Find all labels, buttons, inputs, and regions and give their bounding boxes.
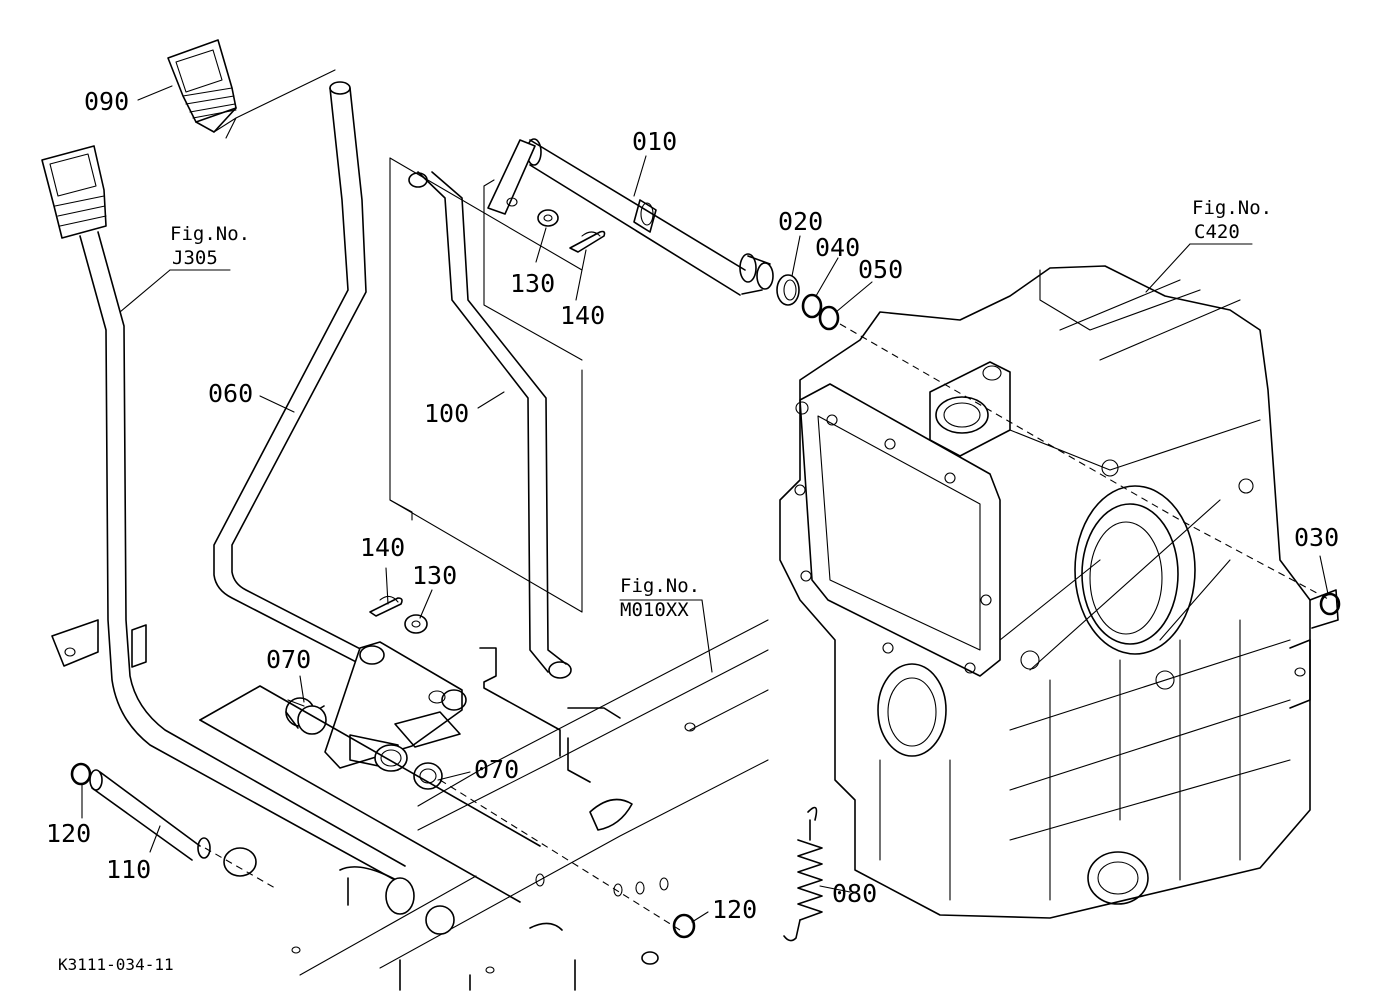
rod-100-illustration — [389, 157, 583, 679]
label-100: 100 — [424, 399, 469, 428]
leader-lines — [81, 85, 1329, 923]
fig-ref-j305-number: J305 — [172, 247, 218, 269]
fig-ref-j305-label: Fig.No. — [170, 223, 250, 245]
bushing-070-left — [285, 697, 327, 735]
label-140-middle: 140 — [360, 533, 405, 562]
assembly-centerlines — [204, 323, 1331, 931]
oring-040-illustration — [801, 293, 823, 319]
label-130-top: 130 — [510, 269, 555, 298]
figure-reference-m010xx[interactable]: Fig.No. M010XX — [620, 575, 700, 621]
label-120-left: 120 — [46, 819, 91, 848]
label-070-right: 070 — [474, 755, 519, 784]
part-number-labels: 090 010 020 040 050 130 140 060 100 030 … — [46, 87, 1339, 924]
seal-020-illustration — [776, 274, 800, 306]
ring-120-bottom — [672, 913, 696, 939]
label-060: 060 — [208, 379, 253, 408]
frame-m010xx-illustration — [199, 619, 769, 991]
figure-reference-j305[interactable]: Fig.No. J305 — [170, 223, 250, 269]
label-010: 010 — [632, 127, 677, 156]
fig-ref-c420-label: Fig.No. — [1192, 197, 1272, 219]
spring-080-illustration — [783, 806, 823, 942]
oring-050-illustration — [818, 305, 840, 331]
washer-130-top — [537, 209, 559, 227]
label-090: 090 — [84, 87, 129, 116]
pin-110-illustration — [89, 769, 257, 877]
rod-060-illustration — [213, 69, 467, 772]
bushing-070-right — [413, 762, 443, 790]
left-lever-illustration — [41, 145, 406, 881]
label-140-top: 140 — [560, 301, 605, 330]
label-080: 080 — [832, 879, 877, 908]
pin-140-middle — [369, 595, 403, 617]
ring-030-illustration — [1319, 592, 1341, 616]
fig-ref-m010xx-label: Fig.No. — [620, 575, 700, 597]
label-120-bottom: 120 — [712, 895, 757, 924]
shaft-010-illustration — [483, 138, 774, 361]
label-110: 110 — [106, 855, 151, 884]
pin-140-top — [569, 230, 606, 253]
label-070-left: 070 — [266, 645, 311, 674]
washer-130-middle — [404, 614, 428, 634]
gear-case-c420-illustration — [779, 265, 1339, 919]
knob-090-illustration — [167, 39, 237, 133]
fig-ref-c420-number: C420 — [1194, 221, 1240, 243]
label-050: 050 — [858, 255, 903, 284]
fig-ref-m010xx-number: M010XX — [620, 599, 689, 621]
drawing-code: K3111-034-11 — [58, 955, 174, 974]
label-040: 040 — [815, 233, 860, 262]
ring-120-left — [70, 762, 92, 786]
label-130-middle: 130 — [412, 561, 457, 590]
label-030: 030 — [1294, 523, 1339, 552]
label-020: 020 — [778, 207, 823, 236]
figure-reference-c420[interactable]: Fig.No. C420 — [1192, 197, 1272, 243]
